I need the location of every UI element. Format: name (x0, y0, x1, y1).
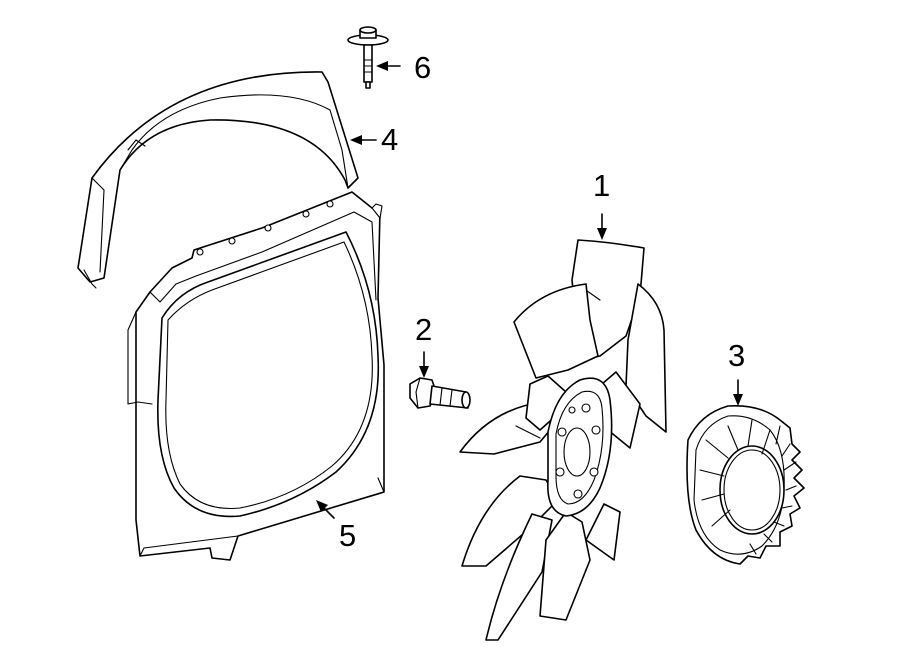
callout-5-arrow (316, 500, 335, 519)
fan-clutch[interactable] (686, 404, 805, 565)
fan-blade[interactable] (459, 239, 667, 641)
callout-1-label: 1 (593, 168, 610, 203)
shroud-bolt[interactable] (347, 26, 389, 89)
callout-1-arrow (597, 213, 607, 240)
callout-4-arrow (350, 135, 377, 145)
callout-2-label: 2 (415, 312, 432, 347)
callout-5-label: 5 (339, 518, 356, 553)
fan-bolt[interactable] (409, 377, 471, 409)
fan-shroud[interactable] (127, 191, 385, 561)
callout-3-arrow (733, 379, 743, 406)
callout-6-arrow (376, 61, 401, 71)
callout-3-label: 3 (728, 338, 745, 373)
upper-fan-shroud[interactable] (77, 71, 359, 289)
callout-4-label: 4 (381, 122, 398, 157)
callout-6-label: 6 (414, 50, 431, 85)
callout-2-arrow (419, 351, 429, 378)
